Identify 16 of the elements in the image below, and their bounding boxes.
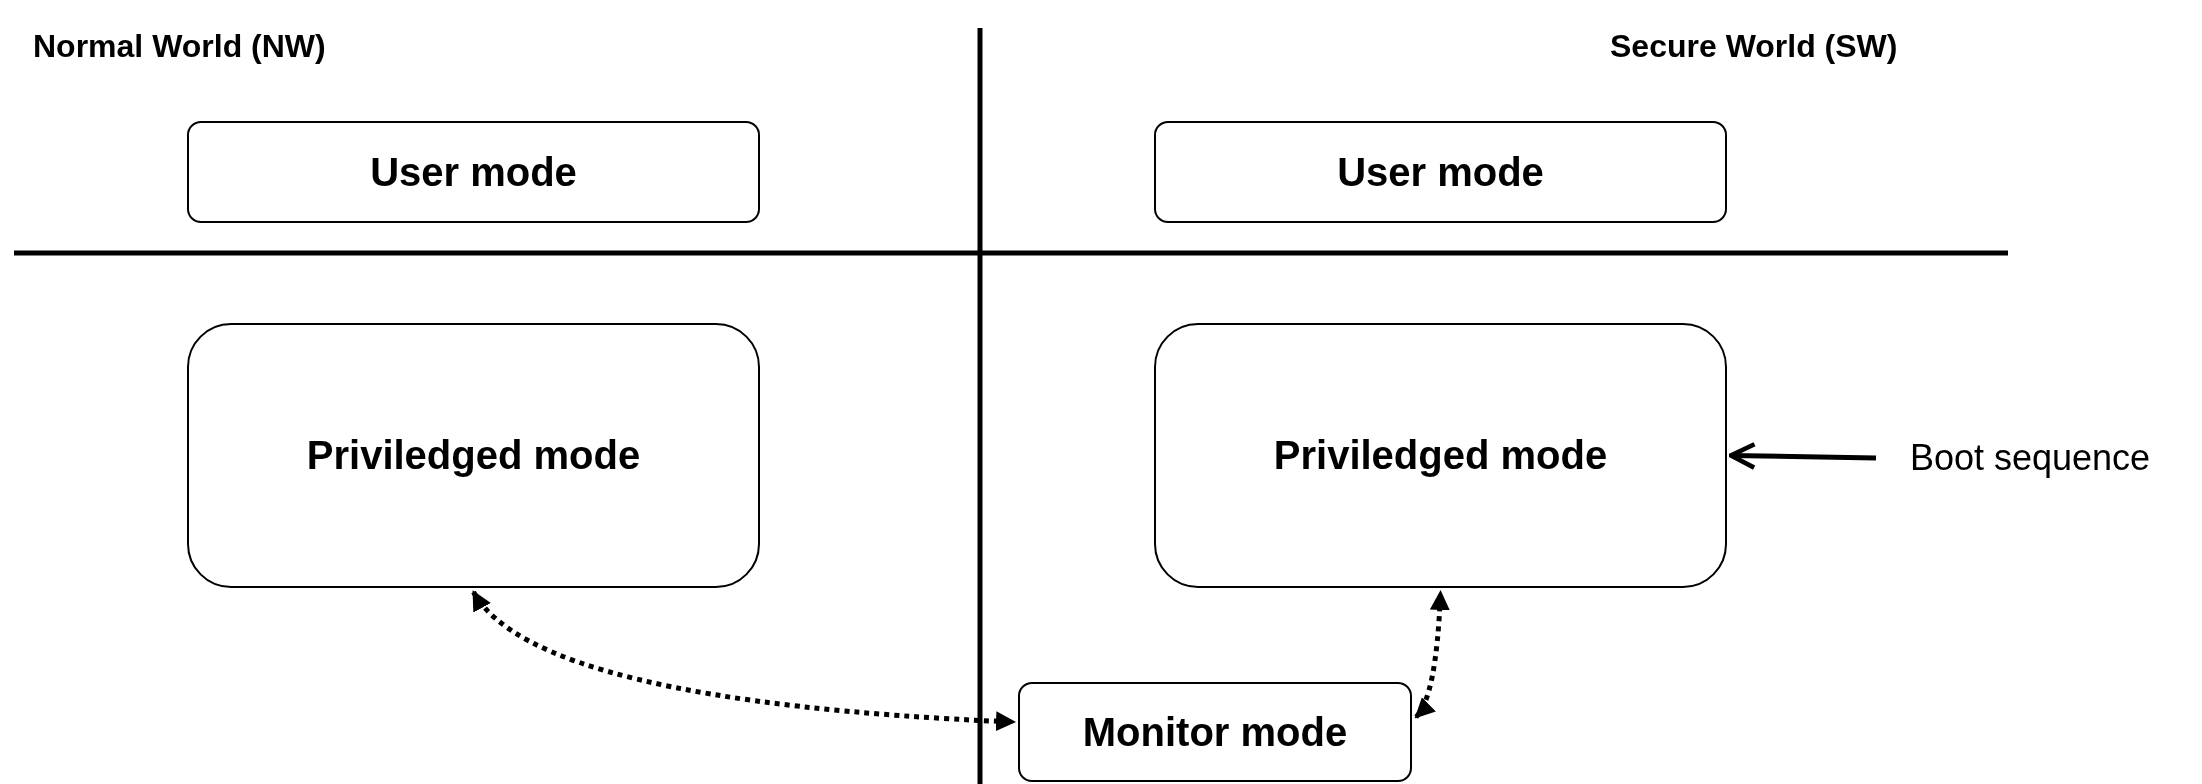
mode-label: User mode: [370, 149, 577, 195]
mode-box: [1018, 682, 1412, 782]
mode-label: User mode: [1337, 149, 1544, 195]
world-title: Secure World (SW): [1610, 28, 1898, 65]
arrow: [1728, 441, 1877, 470]
mode-box: [1154, 121, 1727, 223]
boot-sequence-text: Boot sequence: [1909, 437, 2151, 479]
dotted-double-arrow: [471, 590, 1016, 732]
mode-label: Priviledged mode: [1273, 433, 1608, 478]
mode-label: Priviledged mode: [306, 433, 641, 478]
mode-box: [1154, 323, 1727, 588]
dotted-double-arrow: [1414, 590, 1450, 719]
mode-box: [187, 121, 760, 223]
world-title: Normal World (NW): [33, 28, 326, 65]
mode-box: [187, 323, 760, 588]
mode-label: Monitor mode: [1082, 709, 1348, 755]
